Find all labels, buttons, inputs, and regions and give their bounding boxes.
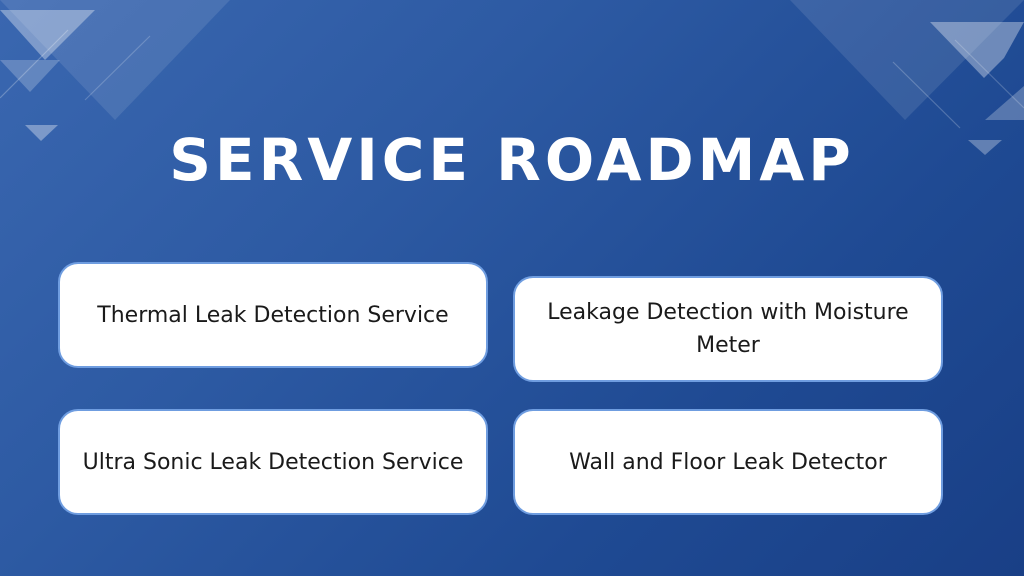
- service-card-label: Wall and Floor Leak Detector: [569, 449, 887, 475]
- service-card-label: Ultra Sonic Leak Detection Service: [82, 449, 464, 475]
- triangle-shape: [790, 0, 1024, 120]
- decorative-line: [0, 29, 69, 99]
- service-card-label: Thermal Leak Detection Service: [97, 302, 449, 328]
- decorative-line: [84, 35, 151, 101]
- decorative-line: [954, 39, 1024, 109]
- triangle-shape: [930, 22, 1024, 78]
- service-card-ultrasonic: Ultra Sonic Leak Detection Service: [58, 409, 488, 515]
- service-card-thermal: Thermal Leak Detection Service: [58, 262, 488, 368]
- triangle-shape: [985, 86, 1024, 120]
- page-title: SERVICE ROADMAP: [169, 126, 855, 194]
- service-card-moisture-meter: Leakage Detection with Moisture Meter: [513, 276, 943, 382]
- triangle-shape: [0, 0, 230, 120]
- decorative-line: [892, 61, 961, 129]
- triangle-shape: [0, 10, 95, 60]
- triangle-shape: [0, 60, 60, 92]
- service-card-wall-floor: Wall and Floor Leak Detector: [513, 409, 943, 515]
- service-card-label: Leakage Detection with Moisture Meter: [547, 300, 909, 358]
